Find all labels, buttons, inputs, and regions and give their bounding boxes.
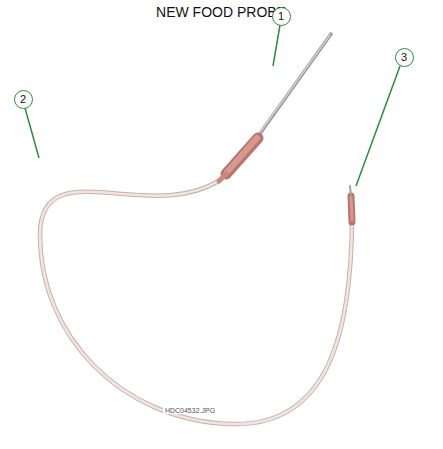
callout-circle: 2 [14, 90, 33, 109]
callout-circle: 3 [395, 48, 414, 67]
callout-number: 2 [20, 93, 26, 105]
leader-lines [25, 25, 400, 186]
probe-cable [40, 180, 352, 424]
callout-number: 1 [278, 10, 284, 22]
leader-line [356, 66, 400, 186]
probe-needle [254, 34, 331, 142]
file-name-label: HDC04532.JPG [163, 407, 217, 414]
diagram-title: NEW FOOD PROBE [156, 4, 286, 20]
cable-connector [350, 186, 352, 222]
probe-handle [219, 138, 258, 181]
leader-line [25, 108, 39, 158]
callout-circle: 1 [272, 7, 291, 26]
callout-number: 3 [401, 51, 407, 63]
leader-line [273, 25, 280, 66]
